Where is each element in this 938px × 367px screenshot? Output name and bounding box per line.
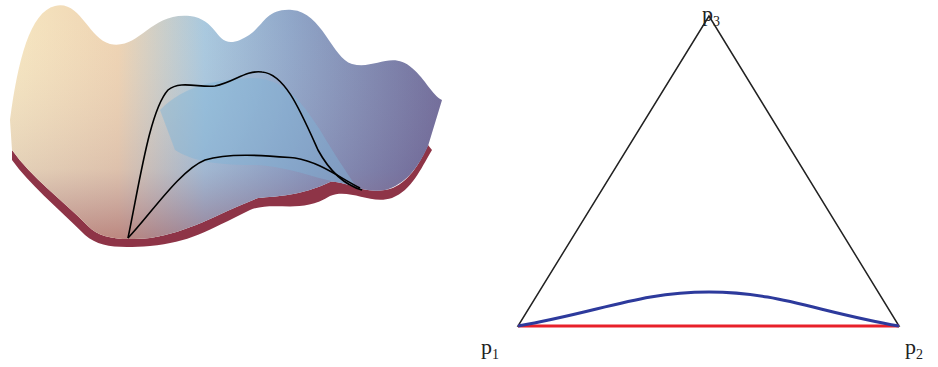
label-base: p <box>905 334 916 359</box>
vertex-label: p3 <box>702 3 720 25</box>
label-base: p <box>481 334 492 359</box>
vertex-label: p1 <box>481 336 499 358</box>
vertex-label: p2 <box>905 336 923 358</box>
label-subscript: 3 <box>713 14 720 29</box>
label-subscript: 1 <box>492 347 499 362</box>
label-base: p <box>702 1 713 26</box>
label-subscript: 2 <box>916 347 923 362</box>
